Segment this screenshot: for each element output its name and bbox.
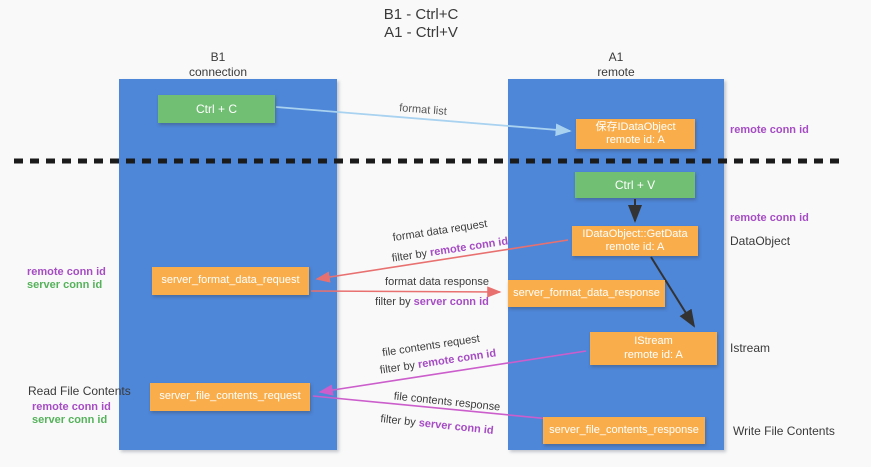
save-dataobject-box: 保存IDataObject remote id: A: [576, 119, 695, 149]
file-request-arrow: [318, 350, 587, 396]
column-header-a1: A1 remote: [556, 50, 676, 80]
save-dataobject-line1: 保存IDataObject: [595, 120, 676, 133]
server-conn-id-key: server conn id: [413, 296, 489, 308]
left-server-conn-id-label-2: server conn id: [32, 414, 108, 426]
server-file-contents-response-box: server_file_contents_response: [543, 417, 705, 444]
left-server-conn-id-label: server conn id: [27, 279, 103, 291]
column-name-b1: B1: [210, 50, 226, 64]
write-file-contents-label: Write File Contents: [733, 424, 835, 438]
server-format-data-request-label: server_format_data_request: [161, 274, 300, 287]
ctrl-v-box: Ctrl + V: [575, 172, 695, 198]
getdata-line2: remote id: A: [605, 241, 665, 253]
ctrl-v-label: Ctrl + V: [614, 178, 656, 192]
server-file-contents-request-label: server_file_contents_request: [159, 390, 301, 403]
server-format-data-response-label: server_format_data_response: [513, 286, 660, 299]
format-response-filter-label: filter by server conn id: [375, 296, 489, 308]
istream-box: IStream remote id: A: [590, 332, 717, 365]
left-remote-conn-id-label-2: remote conn id: [32, 401, 111, 413]
column-role-remote: remote: [597, 65, 635, 79]
column-role-connection: connection: [188, 65, 248, 79]
column-header-b1: B1 connection: [158, 50, 278, 80]
format-list-arrow: [275, 106, 572, 137]
server-format-data-request-box: server_format_data_request: [152, 267, 309, 295]
column-name-a1: A1: [608, 50, 624, 64]
istream-side-label: Istream: [730, 341, 771, 355]
diagram-title: B1 - Ctrl+C A1 - Ctrl+V: [336, 6, 506, 42]
right-remote-conn-id-label: remote conn id: [730, 124, 809, 136]
dataobject-label: DataObject: [730, 234, 791, 248]
istream-line1: IStream: [634, 335, 673, 347]
read-file-contents-label: Read File Contents: [28, 384, 131, 398]
getdata-box: IDataObject::GetData remote id: A: [572, 226, 698, 256]
title-line-1: B1 - Ctrl+C: [383, 6, 459, 23]
ctrl-c-box: Ctrl + C: [158, 95, 275, 123]
format-data-response-label: format data response: [385, 276, 489, 288]
server-file-contents-request-box: server_file_contents_request: [150, 383, 310, 411]
istream-line2: remote id: A: [624, 348, 683, 361]
server-format-data-response-box: server_format_data_response: [508, 280, 665, 307]
save-dataobject-line2: remote id: A: [606, 134, 665, 146]
getdata-to-istream-arrow: [650, 256, 696, 328]
right-remote-conn-id-label-2: remote conn id: [730, 212, 809, 224]
format-request-arrow: [315, 239, 569, 283]
format-response-arrow: [310, 286, 502, 298]
server-file-contents-response-label: server_file_contents_response: [549, 423, 699, 436]
title-line-2: A1 - Ctrl+V: [384, 24, 458, 41]
ctrl-c-label: Ctrl + C: [195, 102, 237, 116]
getdata-line1: IDataObject::GetData: [582, 227, 688, 240]
left-remote-conn-id-label: remote conn id: [27, 266, 106, 278]
filter-prefix: filter by: [375, 296, 414, 308]
